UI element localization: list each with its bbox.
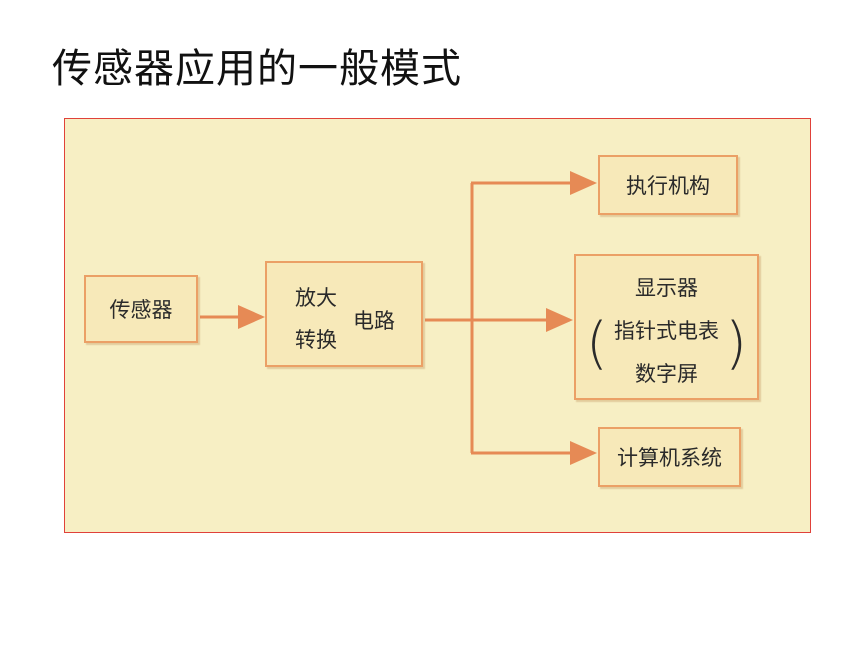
label-convert: 转换: [295, 328, 337, 352]
slide-title: 传感器应用的一般模式: [52, 46, 462, 92]
label-pointer-meter: 指针式电表: [614, 319, 719, 343]
node-computer-label: 计算机系统: [617, 446, 722, 470]
node-actuator-label: 执行机构: [626, 174, 710, 198]
label-digital-screen: 数字屏: [635, 362, 698, 386]
label-display: 显示器: [635, 276, 698, 300]
node-computer: 计算机系统: [598, 427, 741, 487]
node-circuit: 放大 转换 电路: [265, 261, 423, 367]
node-sensor-label: 传感器: [109, 298, 173, 322]
node-actuator: 执行机构: [598, 155, 738, 215]
node-sensor: 传感器: [84, 275, 198, 343]
label-circuit: 电路: [353, 309, 395, 333]
left-paren: (: [586, 311, 608, 376]
right-paren: ): [725, 311, 747, 376]
label-amplify: 放大: [295, 286, 337, 310]
node-display: 显示器 指针式电表 数字屏 ( ): [574, 254, 759, 400]
